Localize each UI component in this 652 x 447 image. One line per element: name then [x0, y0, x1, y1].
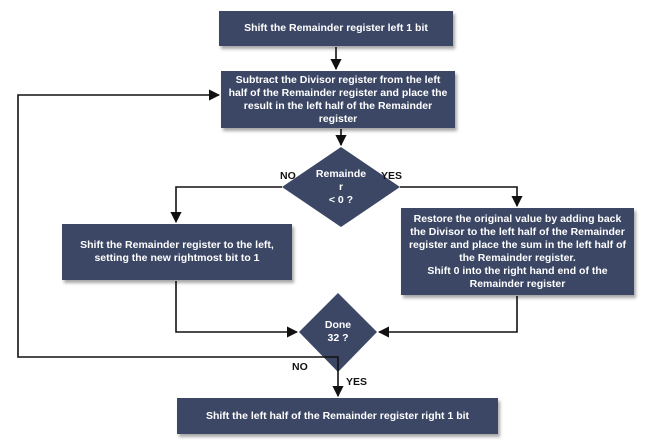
- shift-set-one-box: Shift the Remainder register to the left…: [62, 224, 292, 280]
- done-no-label: NO: [292, 361, 308, 373]
- remainder-no-label: NO: [280, 170, 296, 182]
- shift-right-box: Shift the left half of the Remainder reg…: [177, 398, 498, 434]
- done-yes-label: YES: [346, 376, 368, 388]
- arrow-decision-yes: [400, 186, 523, 208]
- shift-set-one-text: Shift the Remainder register to the left…: [80, 239, 274, 264]
- done-decision-diamond: [299, 293, 377, 372]
- remainder-yes-label: YES: [381, 170, 403, 182]
- arrow-decision-no: [170, 186, 282, 224]
- restore-text: Restore the original value by adding bac…: [408, 212, 627, 290]
- remainder-decision-diamond: [282, 147, 400, 227]
- arrow-left-to-done: [175, 281, 299, 338]
- remainder-decision-text: Remainde r < 0 ?: [315, 167, 367, 206]
- subtract-box: Subtract the Divisor register from the l…: [221, 71, 455, 128]
- done-decision-text: Done 32 ?: [324, 319, 352, 344]
- subtract-text: Subtract the Divisor register from the l…: [228, 73, 448, 125]
- restore-box: Restore the original value by adding bac…: [401, 208, 634, 295]
- arrow-right-to-done: [377, 296, 518, 338]
- shift-right-text: Shift the left half of the Remainder reg…: [205, 409, 470, 422]
- shift-left-box: Shift the Remainder register left 1 bit: [219, 11, 453, 46]
- shift-left-text: Shift the Remainder register left 1 bit: [244, 22, 428, 34]
- arrow-done-no-loop: [17, 89, 339, 372]
